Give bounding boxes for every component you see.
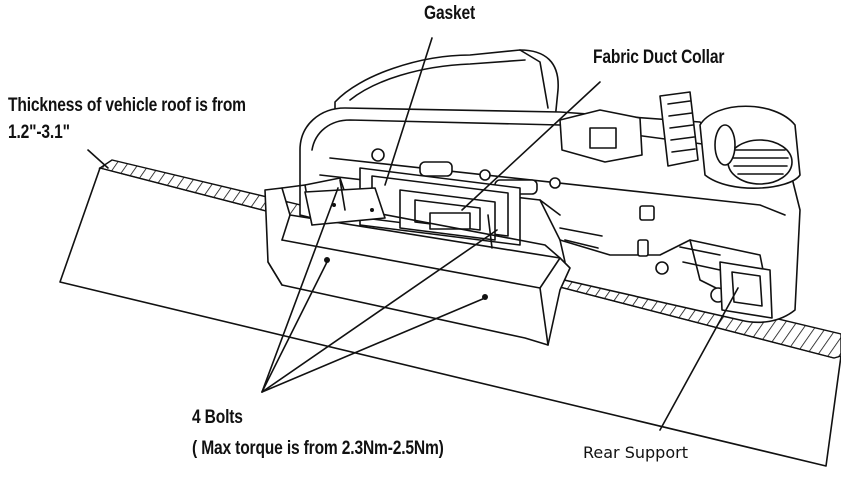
gasket-label: Gasket bbox=[424, 3, 475, 24]
rear-support-label: Rear Support bbox=[583, 443, 688, 462]
rear-support bbox=[719, 261, 773, 319]
bolts-label-line1: 4 Bolts bbox=[192, 407, 243, 428]
leader-lines bbox=[261, 37, 739, 431]
front-support-bracket bbox=[264, 177, 571, 346]
roof-thickness-label-line1: Thickness of vehicle roof is from bbox=[8, 95, 246, 116]
bolts-label-line2: ( Max torque is from 2.3Nm-2.5Nm) bbox=[192, 438, 444, 459]
fabric-duct-collar-label: Fabric Duct Collar bbox=[593, 47, 725, 68]
roof-thickness-label-line2: 1.2"-3.1" bbox=[8, 122, 70, 143]
ac-unit-body bbox=[299, 49, 801, 324]
